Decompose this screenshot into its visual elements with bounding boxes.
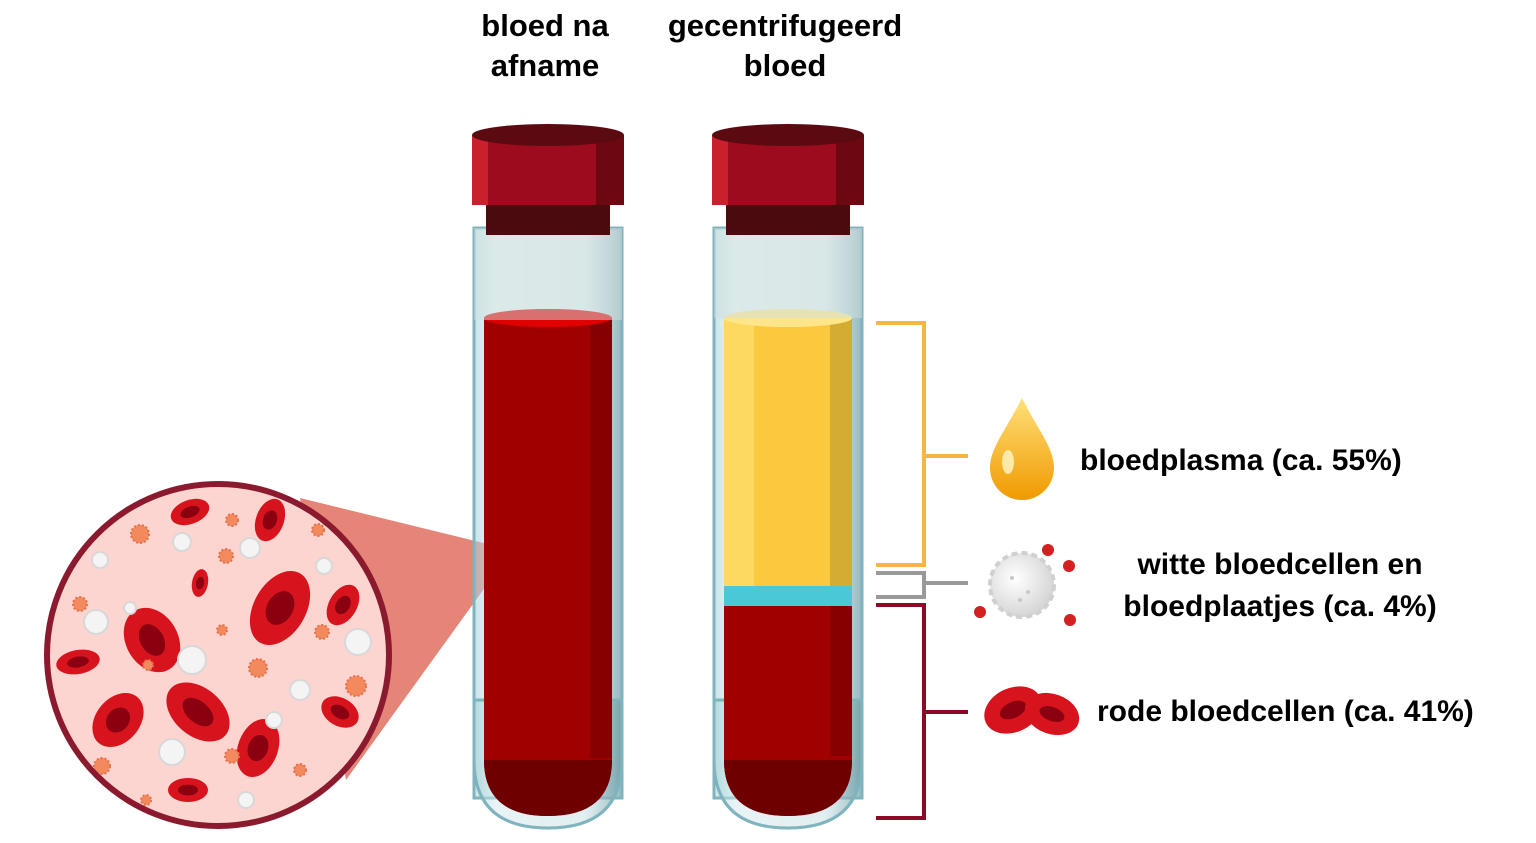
lens-platelet [293, 763, 307, 777]
tube-centrifuged-blood [712, 124, 864, 830]
lens-platelet [72, 596, 88, 612]
lens-platelet [314, 624, 330, 640]
tube-blood-after-draw [472, 124, 624, 830]
lens-platelet [225, 513, 239, 527]
lens-white-cell [265, 711, 283, 729]
title-centrifuged-blood: gecentrifugeerd bloed [640, 6, 930, 86]
buffy-coat-layer [724, 586, 852, 606]
lens-red-cell-center [178, 784, 198, 796]
lens-red-cell-center [262, 510, 278, 530]
lens-white-cell [123, 601, 137, 615]
plasma-drop-icon [990, 398, 1054, 500]
lens-white-cell [239, 537, 261, 559]
title-right-line2: bloed [743, 48, 827, 83]
lens-platelet [311, 523, 325, 537]
title-blood-after-draw: bloed na afname [445, 6, 645, 86]
label-plasma: bloedplasma (ca. 55%) [1080, 444, 1402, 477]
lens-red-cell-center [180, 505, 200, 519]
lens-red-cell-center [247, 734, 269, 762]
lens-white-cell [237, 791, 255, 809]
red-blood-cell-icon [984, 686, 1080, 736]
lens-white-cell [172, 532, 192, 552]
bracket-plasma [876, 321, 968, 567]
lens-white-cell [344, 628, 372, 656]
lens-white-cell [83, 609, 109, 635]
lens-platelet [218, 548, 234, 564]
lens-platelet [140, 794, 152, 806]
magnified-blood-lens [44, 481, 392, 829]
title-right-line1: gecentrifugeerd [667, 8, 903, 43]
lens-platelet [216, 624, 228, 636]
lens-platelet [248, 658, 268, 678]
lens-white-cell [177, 645, 207, 675]
white-blood-cell-icon [974, 544, 1076, 626]
lens-platelet [142, 659, 154, 671]
lens-red-cell-center [138, 624, 166, 656]
lens-platelet [93, 757, 111, 775]
lens-red-cell-center [195, 576, 205, 590]
lens-red-cell-center [330, 704, 350, 720]
label-white-cells-platelets: witte bloedcellen en bloedplaatjes (ca. … [1090, 544, 1470, 628]
lens-platelet [224, 748, 240, 764]
lens-cells [56, 498, 372, 809]
label-white-line1: witte bloedcellen en [1137, 548, 1423, 581]
lens-white-cell [315, 557, 333, 575]
lens-platelet [130, 524, 150, 544]
lens-red-cell-center [335, 595, 351, 615]
lens-white-cell [158, 738, 186, 766]
label-white-line2: bloedplaatjes (ca. 4%) [1123, 590, 1437, 623]
bracket-red-cells [876, 603, 968, 820]
lens-platelet [345, 675, 367, 697]
label-red-cells: rode bloedcellen (ca. 41%) [1097, 695, 1474, 728]
title-left-line1: bloed na [481, 8, 609, 43]
lens-red-cell-center [67, 656, 89, 668]
title-left-line2: afname [490, 48, 600, 83]
lens-red-cell-center [265, 591, 295, 625]
lens-white-cell [289, 679, 311, 701]
lens-white-cell [91, 551, 109, 569]
lens-red-cell-center [105, 707, 131, 733]
bracket-white-cells [876, 571, 968, 599]
lens-red-cell-center [182, 697, 214, 727]
